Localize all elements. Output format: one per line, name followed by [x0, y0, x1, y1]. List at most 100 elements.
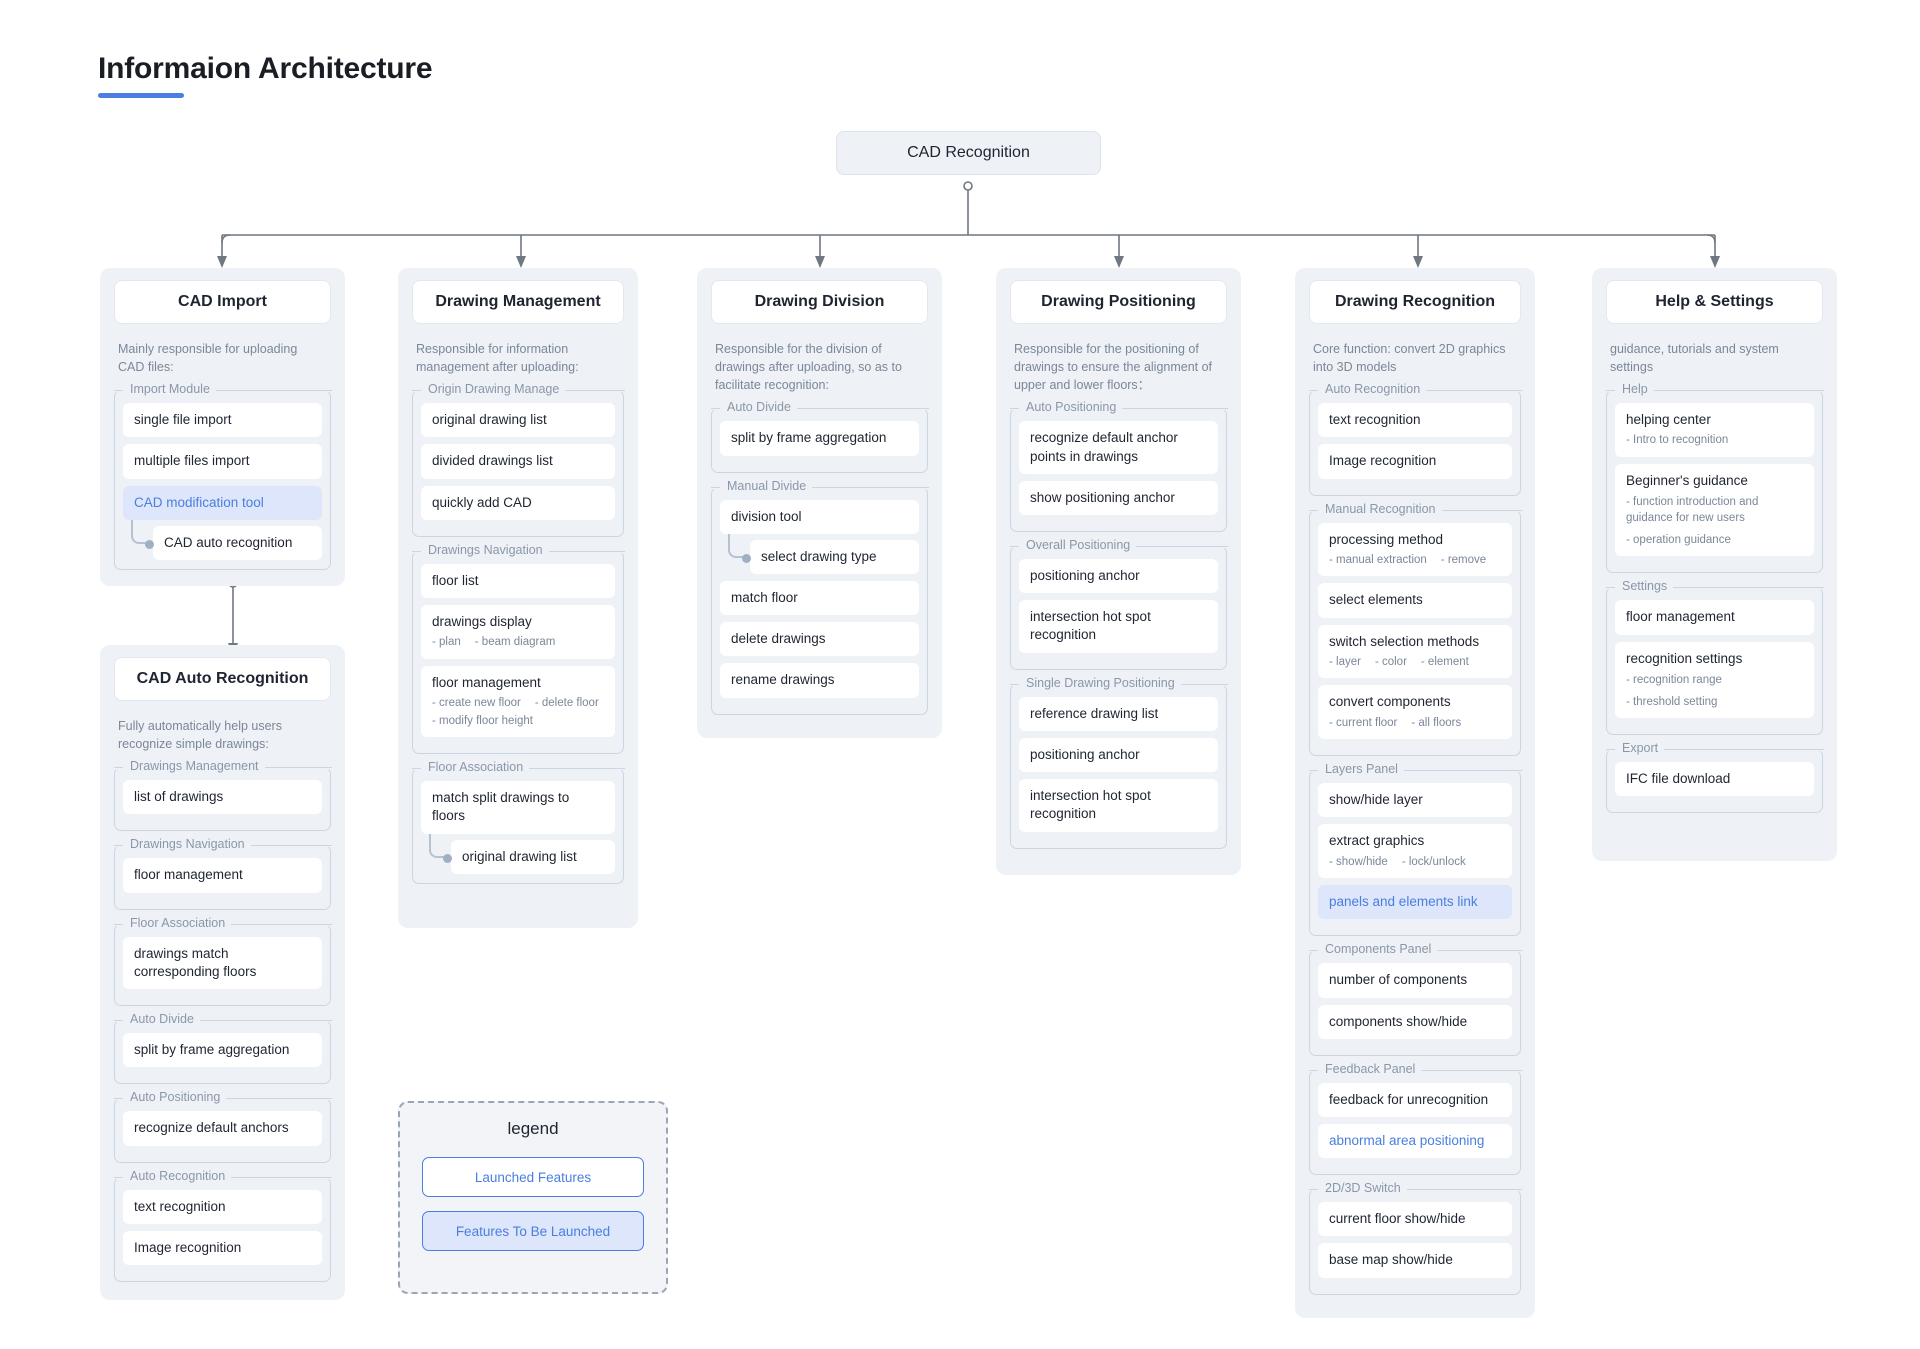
feature-subitem: - threshold setting: [1626, 696, 1718, 709]
column-description: Responsible for information management a…: [416, 342, 579, 375]
feature-item-label: original drawing list: [432, 412, 547, 428]
feature-item[interactable]: recognize default anchors: [123, 1111, 322, 1146]
column-title-cad-auto-recognition[interactable]: CAD Auto Recognition: [114, 657, 331, 701]
feature-item[interactable]: floor management: [1615, 600, 1814, 635]
feature-item[interactable]: multiple files import: [123, 444, 322, 479]
feature-item-label: switch selection methods: [1329, 633, 1480, 649]
feature-item[interactable]: match split drawings to floors: [421, 781, 615, 834]
feature-item[interactable]: show/hide layer: [1318, 783, 1512, 818]
feature-item[interactable]: intersection hot spot recognition: [1019, 779, 1218, 832]
column-title-drawing-management[interactable]: Drawing Management: [412, 280, 624, 324]
group-top-border: [1122, 408, 1228, 410]
feature-item-label: drawings display: [432, 614, 532, 630]
group-top-border-left: [114, 390, 123, 392]
feature-item[interactable]: divided drawings list: [421, 444, 615, 479]
feature-item-sublist: - create new floor- delete floor- modify…: [432, 696, 604, 729]
column-title-cad-import[interactable]: CAD Import: [114, 280, 331, 324]
column-title-help-settings[interactable]: Help & Settings: [1606, 280, 1823, 324]
feature-item[interactable]: quickly add CAD: [421, 485, 615, 520]
feature-item-label: CAD modification tool: [134, 494, 264, 510]
child-feature-item[interactable]: original drawing list: [451, 839, 615, 874]
feature-item[interactable]: reference drawing list: [1019, 696, 1218, 731]
feature-item[interactable]: split by frame aggregation: [720, 421, 919, 456]
feature-item-label: base map show/hide: [1329, 1252, 1453, 1268]
group-top-border: [1136, 546, 1228, 548]
feature-item-label: positioning anchor: [1030, 746, 1140, 762]
group-top-border-left: [1606, 587, 1615, 589]
feature-item[interactable]: drawings match corresponding floors: [123, 936, 322, 990]
feature-item[interactable]: extract graphics- show/hide- lock/unlock: [1318, 824, 1512, 879]
feature-item[interactable]: floor list: [421, 563, 615, 599]
feature-item[interactable]: show positioning anchor: [1019, 480, 1218, 516]
feature-item[interactable]: positioning anchor: [1019, 737, 1218, 773]
feature-item[interactable]: Beginner's guidance- function introducti…: [1615, 463, 1814, 557]
feature-subitem: - show/hide: [1329, 855, 1388, 868]
feature-item[interactable]: match floor: [720, 581, 919, 616]
feature-item[interactable]: helping center- Intro to recognition: [1615, 403, 1814, 457]
feature-item[interactable]: text recognition: [1318, 403, 1512, 438]
group-top-border-left: [114, 923, 123, 925]
feature-item[interactable]: single file import: [123, 403, 322, 438]
column-title-drawing-positioning[interactable]: Drawing Positioning: [1010, 280, 1227, 324]
legend-title: legend: [507, 1119, 559, 1138]
feature-item[interactable]: switch selection methods- layer- color- …: [1318, 624, 1512, 679]
feature-item[interactable]: processing method- manual extraction- re…: [1318, 522, 1512, 577]
feature-item[interactable]: Image recognition: [123, 1230, 322, 1265]
feature-item[interactable]: division tool: [720, 499, 919, 534]
feature-item-label: abnormal area positioning: [1329, 1132, 1485, 1148]
feature-item[interactable]: panels and elements link: [1318, 885, 1512, 920]
feature-item[interactable]: select elements: [1318, 583, 1512, 618]
root-node-cad-recognition[interactable]: CAD Recognition: [836, 131, 1101, 175]
feature-item-sublist: - plan- beam diagram: [432, 635, 604, 651]
feature-subitem: - delete floor: [534, 697, 599, 710]
feature-item[interactable]: base map show/hide: [1318, 1243, 1512, 1278]
feature-item[interactable]: split by frame aggregation: [123, 1033, 322, 1068]
legend-launched-features[interactable]: Launched Features: [422, 1157, 644, 1197]
feature-item[interactable]: positioning anchor: [1019, 559, 1218, 594]
feature-item[interactable]: number of components: [1318, 963, 1512, 998]
elbow-connector-icon: [429, 833, 447, 858]
feature-item[interactable]: text recognition: [123, 1189, 322, 1224]
feature-item[interactable]: IFC file download: [1615, 762, 1814, 797]
connector-dot-icon: [742, 553, 751, 563]
legend-features-to-be-launched[interactable]: Features To Be Launched: [422, 1211, 644, 1251]
feature-item[interactable]: components show/hide: [1318, 1004, 1512, 1039]
feature-item[interactable]: Image recognition: [1318, 444, 1512, 479]
feature-item[interactable]: floor management: [123, 858, 322, 893]
feature-item[interactable]: recognize default anchor points in drawi…: [1019, 421, 1218, 474]
feature-item[interactable]: current floor show/hide: [1318, 1202, 1512, 1237]
group-label: Export: [1616, 741, 1665, 756]
feature-item[interactable]: intersection hot spot recognition: [1019, 600, 1218, 653]
feature-item[interactable]: list of drawings: [123, 780, 322, 815]
feature-subitem: - layer: [1329, 655, 1361, 668]
feature-item[interactable]: rename drawings: [720, 663, 919, 698]
feature-item-label: recognize default anchor points in drawi…: [1030, 430, 1178, 464]
child-feature-item[interactable]: select drawing type: [750, 539, 919, 575]
feature-item[interactable]: recognition settings- recognition range-…: [1615, 641, 1814, 719]
feature-item[interactable]: floor management- create new floor- dele…: [421, 665, 615, 738]
feature-item[interactable]: original drawing list: [421, 403, 615, 438]
group-top-border-left: [412, 550, 421, 552]
child-node-row: original drawing list: [421, 833, 615, 874]
column-title-drawing-recognition[interactable]: Drawing Recognition: [1309, 280, 1521, 324]
feature-item[interactable]: drawings display - plan- beam diagram: [421, 605, 615, 659]
child-feature-item[interactable]: CAD auto recognition: [153, 525, 322, 561]
child-node-row: CAD auto recognition: [123, 519, 322, 561]
feature-item[interactable]: CAD modification tool: [123, 485, 322, 520]
feature-item[interactable]: delete drawings: [720, 622, 919, 657]
feature-item[interactable]: feedback for unrecognition: [1318, 1082, 1512, 1117]
group-top-border: [1407, 1189, 1522, 1191]
root-node-label: CAD Recognition: [907, 144, 1030, 161]
column-title-drawing-division[interactable]: Drawing Division: [711, 280, 928, 324]
feature-item[interactable]: convert components- current floor- all f…: [1318, 685, 1512, 740]
feature-item[interactable]: abnormal area positioning: [1318, 1123, 1512, 1159]
feature-subitem: - lock/unlock: [1401, 855, 1466, 868]
page-title-block: Informaion Architecture: [98, 52, 433, 98]
